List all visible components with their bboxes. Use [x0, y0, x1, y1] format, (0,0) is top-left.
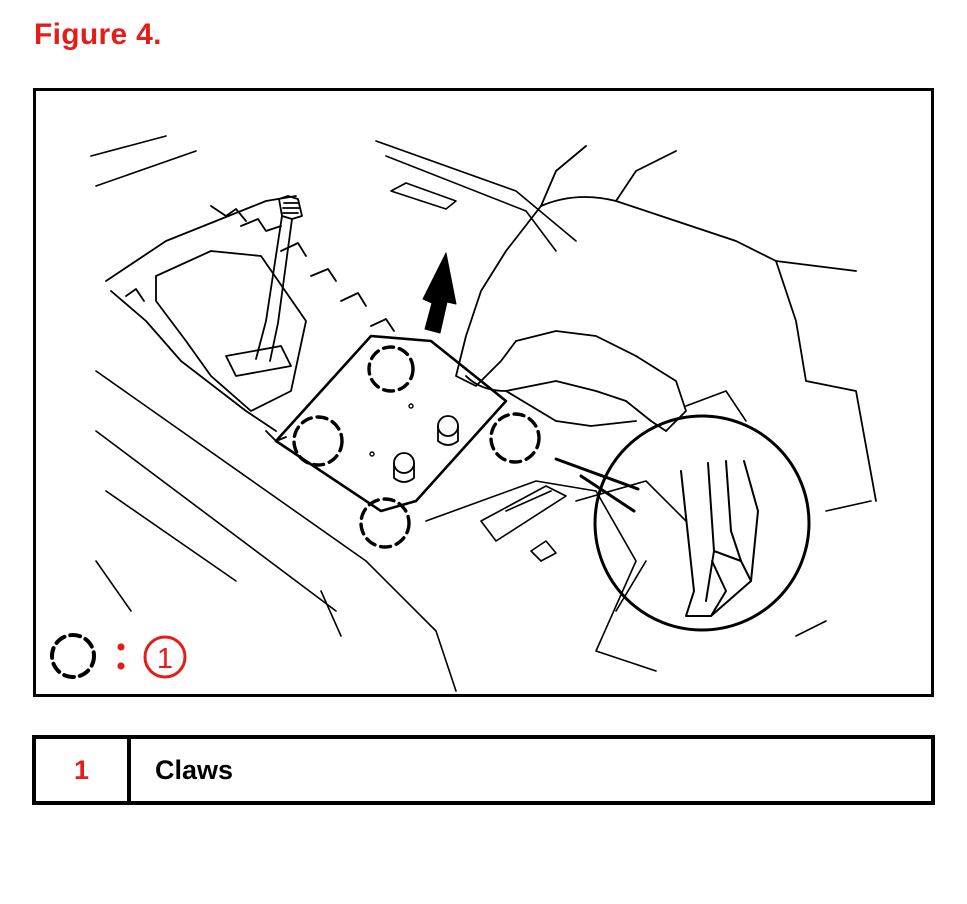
claw-marker [359, 497, 411, 549]
console-panel-removal-drawing: 1 [50, 135, 877, 692]
claw-markers [292, 345, 541, 549]
claw-marker [367, 345, 415, 393]
parts-legend-table: 1 Claws [32, 735, 935, 805]
shifter-boot-opening [105, 195, 395, 442]
shift-lever [225, 195, 303, 377]
claw-detail-zoom [680, 460, 759, 617]
upper-console-panel [274, 334, 508, 513]
figure-title: Figure 4. [34, 18, 162, 51]
callout-number-circle [143, 635, 187, 679]
legend-row-description: Claws [155, 754, 234, 785]
legend-row-number: 1 [36, 739, 131, 801]
detail-callout [554, 414, 811, 632]
hand [455, 145, 877, 502]
console-outline [90, 135, 577, 692]
illustration-panel: 1 [33, 88, 934, 697]
dashed-circle-legend-icon [50, 633, 96, 679]
claw-marker [489, 412, 541, 464]
legend-symbol: 1 [50, 633, 187, 679]
claw-marker [292, 415, 344, 467]
callout-number: 1 [157, 643, 173, 675]
lift-direction-arrow [422, 252, 457, 334]
